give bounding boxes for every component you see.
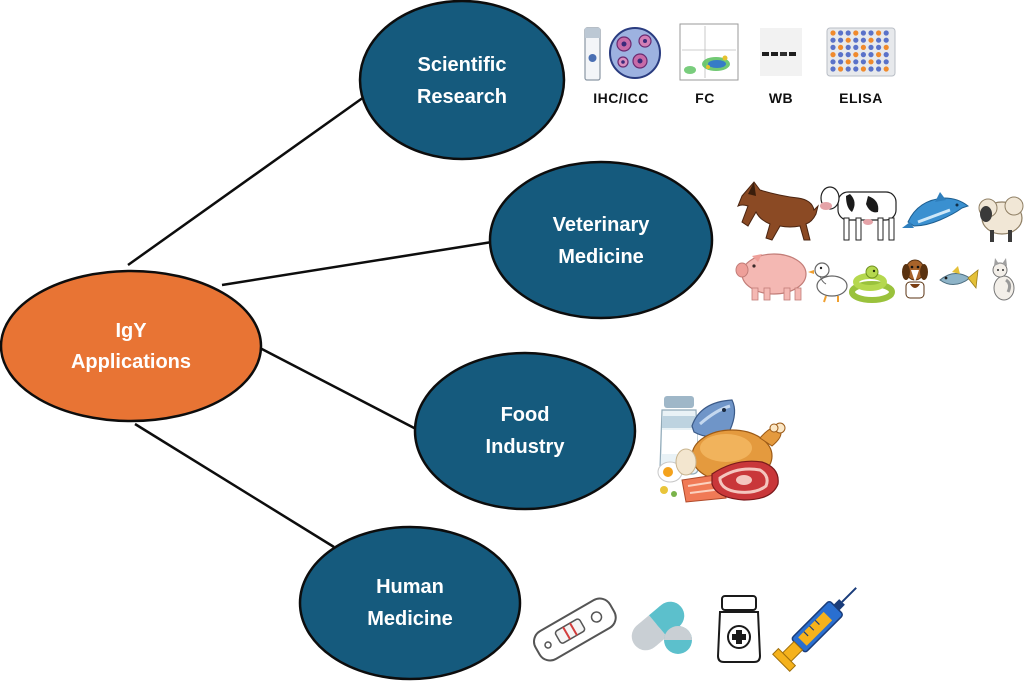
elisa-well xyxy=(868,30,874,36)
milk-bottle-icon xyxy=(659,396,699,475)
node-scientific-research: Scientific Research xyxy=(358,0,566,161)
snake-icon xyxy=(849,265,895,303)
node-human-medicine-line2: Medicine xyxy=(367,608,453,630)
center-node: IgY Applications xyxy=(0,269,263,423)
elisa-well xyxy=(868,59,874,65)
elisa-well xyxy=(838,30,844,36)
cow-icon xyxy=(820,186,897,241)
elisa-well xyxy=(860,30,867,36)
elisa-well xyxy=(830,59,836,65)
elisa-well xyxy=(845,37,851,43)
elisa-well xyxy=(876,52,882,58)
elisa-well xyxy=(883,30,889,36)
elisa-well xyxy=(883,59,889,65)
technique-label-fc: FC xyxy=(695,90,715,106)
elisa-well xyxy=(838,37,844,43)
elisa-well xyxy=(883,66,889,72)
rapid-test-icon xyxy=(533,597,617,662)
elisa-well xyxy=(860,59,867,65)
elisa-well xyxy=(853,52,859,58)
elisa-well xyxy=(830,37,836,43)
flow-cytometry-plot-icon xyxy=(679,23,739,81)
node-veterinary-medicine-line2: Medicine xyxy=(558,246,644,268)
elisa-well xyxy=(830,66,836,72)
elisa-well xyxy=(860,52,867,58)
elisa-well xyxy=(876,37,882,43)
connector-veterinary xyxy=(221,240,493,287)
technique-label-wb: WB xyxy=(769,90,793,106)
elisa-well xyxy=(838,66,844,72)
sheep-icon xyxy=(978,196,1024,242)
dolphin-icon xyxy=(902,192,970,228)
node-scientific-research-line2: Research xyxy=(417,86,507,108)
elisa-well xyxy=(838,52,844,58)
elisa-well xyxy=(860,66,867,72)
node-human-medicine: Human Medicine xyxy=(298,525,522,681)
microscopy-slide-and-cells-icon xyxy=(584,27,661,81)
elisa-well xyxy=(853,44,859,51)
elisa-well xyxy=(830,44,836,51)
node-human-medicine-line1: Human xyxy=(376,576,444,598)
duck-icon xyxy=(808,262,848,303)
elisa-well xyxy=(876,66,882,72)
elisa-well xyxy=(838,44,844,51)
elisa-well xyxy=(876,59,882,65)
elisa-well xyxy=(845,52,851,58)
fish-icon xyxy=(939,266,979,290)
pig-icon xyxy=(735,253,807,301)
human-medicine-icons xyxy=(533,587,857,672)
elisa-well xyxy=(876,44,882,51)
egg-icon xyxy=(657,448,697,497)
elisa-well xyxy=(845,44,851,51)
elisa-well xyxy=(853,66,859,72)
node-food-industry-line1: Food xyxy=(501,404,550,426)
capsule-icon xyxy=(631,601,692,654)
node-scientific-research-line1: Scientific xyxy=(418,54,507,76)
center-node-line2: Applications xyxy=(71,351,191,373)
elisa-well xyxy=(853,37,859,43)
node-veterinary-medicine: Veterinary Medicine xyxy=(488,160,714,320)
connector-research xyxy=(127,95,365,267)
elisa-well xyxy=(845,59,851,65)
elisa-well xyxy=(868,44,874,51)
node-food-industry: Food Industry xyxy=(413,351,637,511)
medicine-bottle-icon xyxy=(716,595,762,663)
elisa-well xyxy=(853,30,859,36)
veterinary-animals xyxy=(735,181,1024,303)
technique-label-ihc-icc: IHC/ICC xyxy=(593,90,649,106)
elisa-well xyxy=(845,30,851,36)
cat-icon xyxy=(992,258,1015,301)
connector-food xyxy=(257,345,419,432)
elisa-well xyxy=(853,59,859,65)
food-illustration xyxy=(657,396,786,503)
elisa-well xyxy=(868,66,874,72)
node-veterinary-medicine-line1: Veterinary xyxy=(553,214,651,236)
elisa-well xyxy=(883,52,889,58)
steak-icon xyxy=(711,460,779,501)
elisa-well xyxy=(876,30,882,36)
elisa-well xyxy=(830,30,836,36)
western-blot-icon xyxy=(760,28,802,76)
elisa-well xyxy=(830,52,836,58)
elisa-well xyxy=(860,37,867,43)
elisa-well xyxy=(845,66,851,72)
elisa-well xyxy=(838,59,844,65)
elisa-well xyxy=(868,52,874,58)
horse-icon xyxy=(737,181,819,241)
elisa-well xyxy=(860,44,867,51)
elisa-well xyxy=(868,37,874,43)
node-food-industry-line2: Industry xyxy=(486,436,566,458)
dog-icon xyxy=(902,259,928,299)
center-node-line1: IgY xyxy=(115,320,147,342)
research-techniques: IHC/ICC FC WB ELISA xyxy=(584,23,896,106)
technique-label-elisa: ELISA xyxy=(839,90,883,106)
elisa-well xyxy=(883,37,889,43)
syringe-icon xyxy=(772,587,857,672)
connector-human xyxy=(134,422,335,549)
connector-lines xyxy=(127,95,493,549)
elisa-plate-icon xyxy=(826,27,896,77)
elisa-well xyxy=(883,44,889,51)
